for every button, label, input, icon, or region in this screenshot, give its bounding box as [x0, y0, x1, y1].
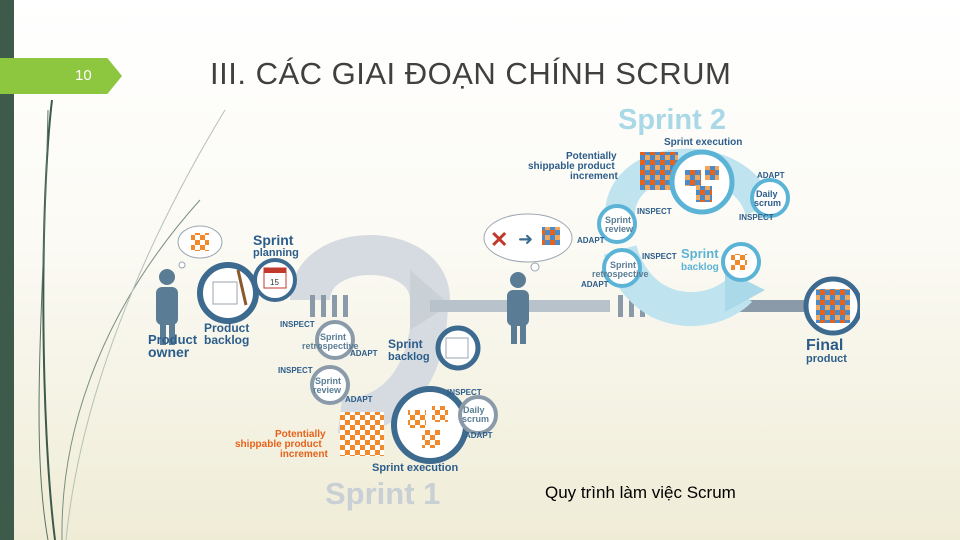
cube-icon — [542, 227, 560, 245]
s2-backlog-label-2: backlog — [681, 262, 719, 273]
s1-inspect-label: INSPECT — [280, 320, 315, 329]
s1-review-label-2: review — [313, 385, 342, 395]
s1-adapt-label-2: ADAPT — [345, 395, 373, 404]
feedback-bubble: ✕ ➜ — [484, 214, 572, 271]
s2-inspect-label-3: INSPECT — [642, 252, 677, 261]
sprint1-backlog-icon — [438, 328, 478, 368]
thought-bubble — [178, 226, 222, 268]
s1-inspect-label-2: INSPECT — [278, 366, 313, 375]
s1-daily-label-2: scrum — [462, 414, 489, 424]
product-backlog-icon — [200, 265, 256, 321]
sprint-planning-label-2: planning — [253, 247, 299, 259]
s2-daily-label-2: scrum — [754, 198, 781, 208]
final-label-2: product — [806, 353, 847, 365]
cube-icon — [191, 233, 209, 251]
s2-inspect-label-1: INSPECT — [739, 213, 774, 222]
s2-review-label-2: review — [605, 224, 634, 234]
s1-backlog-label-1: Sprint — [388, 337, 423, 351]
sprint2-backlog-icon — [723, 244, 759, 280]
s1-increment-label-3: increment — [280, 449, 328, 460]
diagram-caption: Quy trình làm việc Scrum — [545, 483, 736, 503]
s2-backlog-label-1: Sprint — [681, 246, 719, 261]
product-backlog-label-2: backlog — [204, 333, 249, 347]
s2-inspect-label-2: INSPECT — [637, 207, 672, 216]
sprint1-execution-icon — [394, 389, 466, 461]
team-member-figure — [507, 272, 529, 344]
s1-increment-cube-icon — [340, 412, 384, 456]
s2-adapt-label-2: ADAPT — [577, 236, 605, 245]
sprint2-execution-icon — [672, 152, 732, 212]
product-owner-label-2: owner — [148, 344, 190, 360]
final-label-1: Final — [806, 337, 843, 354]
s1-adapt-label-3: ADAPT — [465, 431, 493, 440]
s1-backlog-label-2: backlog — [388, 351, 430, 363]
scrum-process-diagram: Product owner Product backlog Sprint pla… — [140, 90, 860, 515]
sprint1-heading: Sprint 1 — [325, 476, 440, 511]
s2-execution-label: Sprint execution — [664, 137, 742, 148]
reject-icon: ✕ — [490, 227, 508, 252]
calendar-day: 15 — [270, 278, 279, 287]
s2-retro-label-2: retrospective — [592, 269, 649, 279]
s2-increment-label-3: increment — [570, 171, 618, 182]
final-product-icon — [806, 279, 860, 333]
sprint-planning-label-1: Sprint — [253, 232, 294, 248]
slide-title: III. CÁC GIAI ĐOẠN CHÍNH SCRUM — [210, 56, 731, 92]
s1-adapt-label-1: ADAPT — [350, 349, 378, 358]
s2-adapt-label-3: ADAPT — [581, 280, 609, 289]
sprint2-heading: Sprint 2 — [618, 104, 726, 136]
s1-execution-label: Sprint execution — [372, 462, 458, 474]
arrow-right-icon: ➜ — [518, 229, 533, 249]
